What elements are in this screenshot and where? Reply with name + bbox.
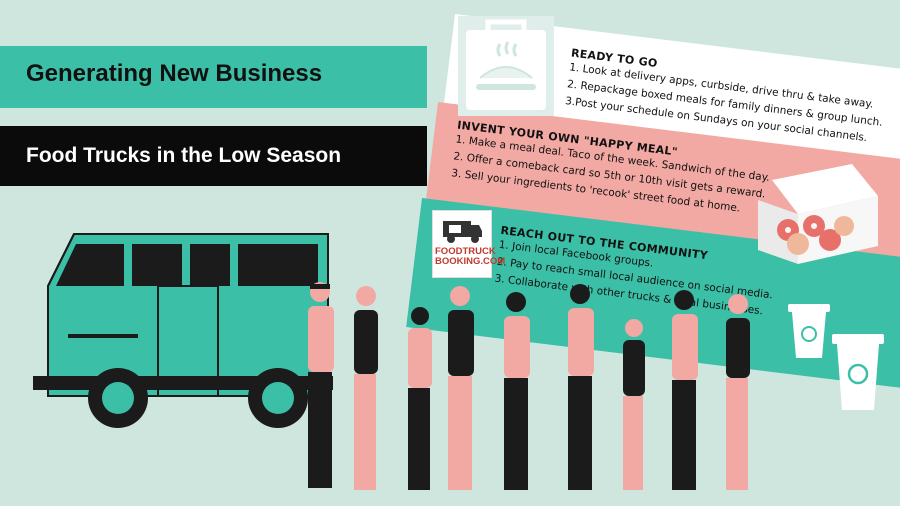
food-truck-icon (33, 233, 333, 428)
coffee-cup-icon (788, 304, 830, 358)
logo-text-line2: BOOKING.COM (435, 256, 506, 267)
person-figure (408, 307, 432, 490)
person-figure (448, 286, 474, 490)
coffee-cup-icon (832, 334, 884, 410)
person-figure (623, 319, 645, 490)
person-figure (672, 290, 698, 490)
person-figure (308, 282, 334, 488)
crowd-illustration (308, 282, 750, 490)
person-figure (504, 292, 530, 490)
takeout-meal-icon (458, 16, 554, 116)
person-figure (726, 294, 750, 490)
title-banner: Generating New Business (0, 46, 427, 108)
page-subtitle: Food Trucks in the Low Season (26, 144, 342, 167)
person-figure (354, 286, 378, 490)
logo-text-line1: FOODTRUCK (435, 246, 496, 257)
person-figure (568, 284, 594, 490)
mini-truck-icon (443, 221, 482, 243)
subtitle-banner: Food Trucks in the Low Season (0, 126, 427, 186)
page-title: Generating New Business (26, 60, 323, 87)
donut-box-icon (758, 164, 878, 264)
foodtruck-booking-logo: FOODTRUCK BOOKING.COM (432, 210, 506, 278)
